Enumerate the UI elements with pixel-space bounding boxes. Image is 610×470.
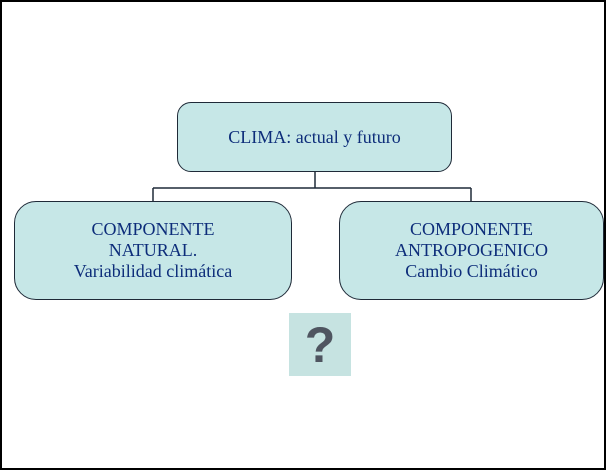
child-node-natural-line2: NATURAL. bbox=[108, 240, 198, 260]
child-node-antropogenico-line1: COMPONENTE bbox=[409, 219, 533, 239]
question-mark-glyph: ? bbox=[304, 316, 336, 373]
root-node-label: CLIMA: actual y futuro bbox=[228, 126, 401, 147]
question-mark-icon: ? bbox=[289, 313, 351, 376]
child-node-antropogenico: COMPONENTE ANTROPOGENICO Cambio Climátic… bbox=[339, 201, 604, 300]
child-node-natural-line3: Variabilidad climática bbox=[73, 261, 233, 281]
child-node-natural-line1: COMPONENTE bbox=[91, 219, 215, 239]
root-node-clima: CLIMA: actual y futuro bbox=[177, 102, 452, 172]
child-node-antropogenico-line2: ANTROPOGENICO bbox=[395, 240, 548, 260]
child-node-natural: COMPONENTE NATURAL. Variabilidad climáti… bbox=[14, 201, 292, 300]
child-node-antropogenico-line3: Cambio Climático bbox=[405, 261, 538, 281]
